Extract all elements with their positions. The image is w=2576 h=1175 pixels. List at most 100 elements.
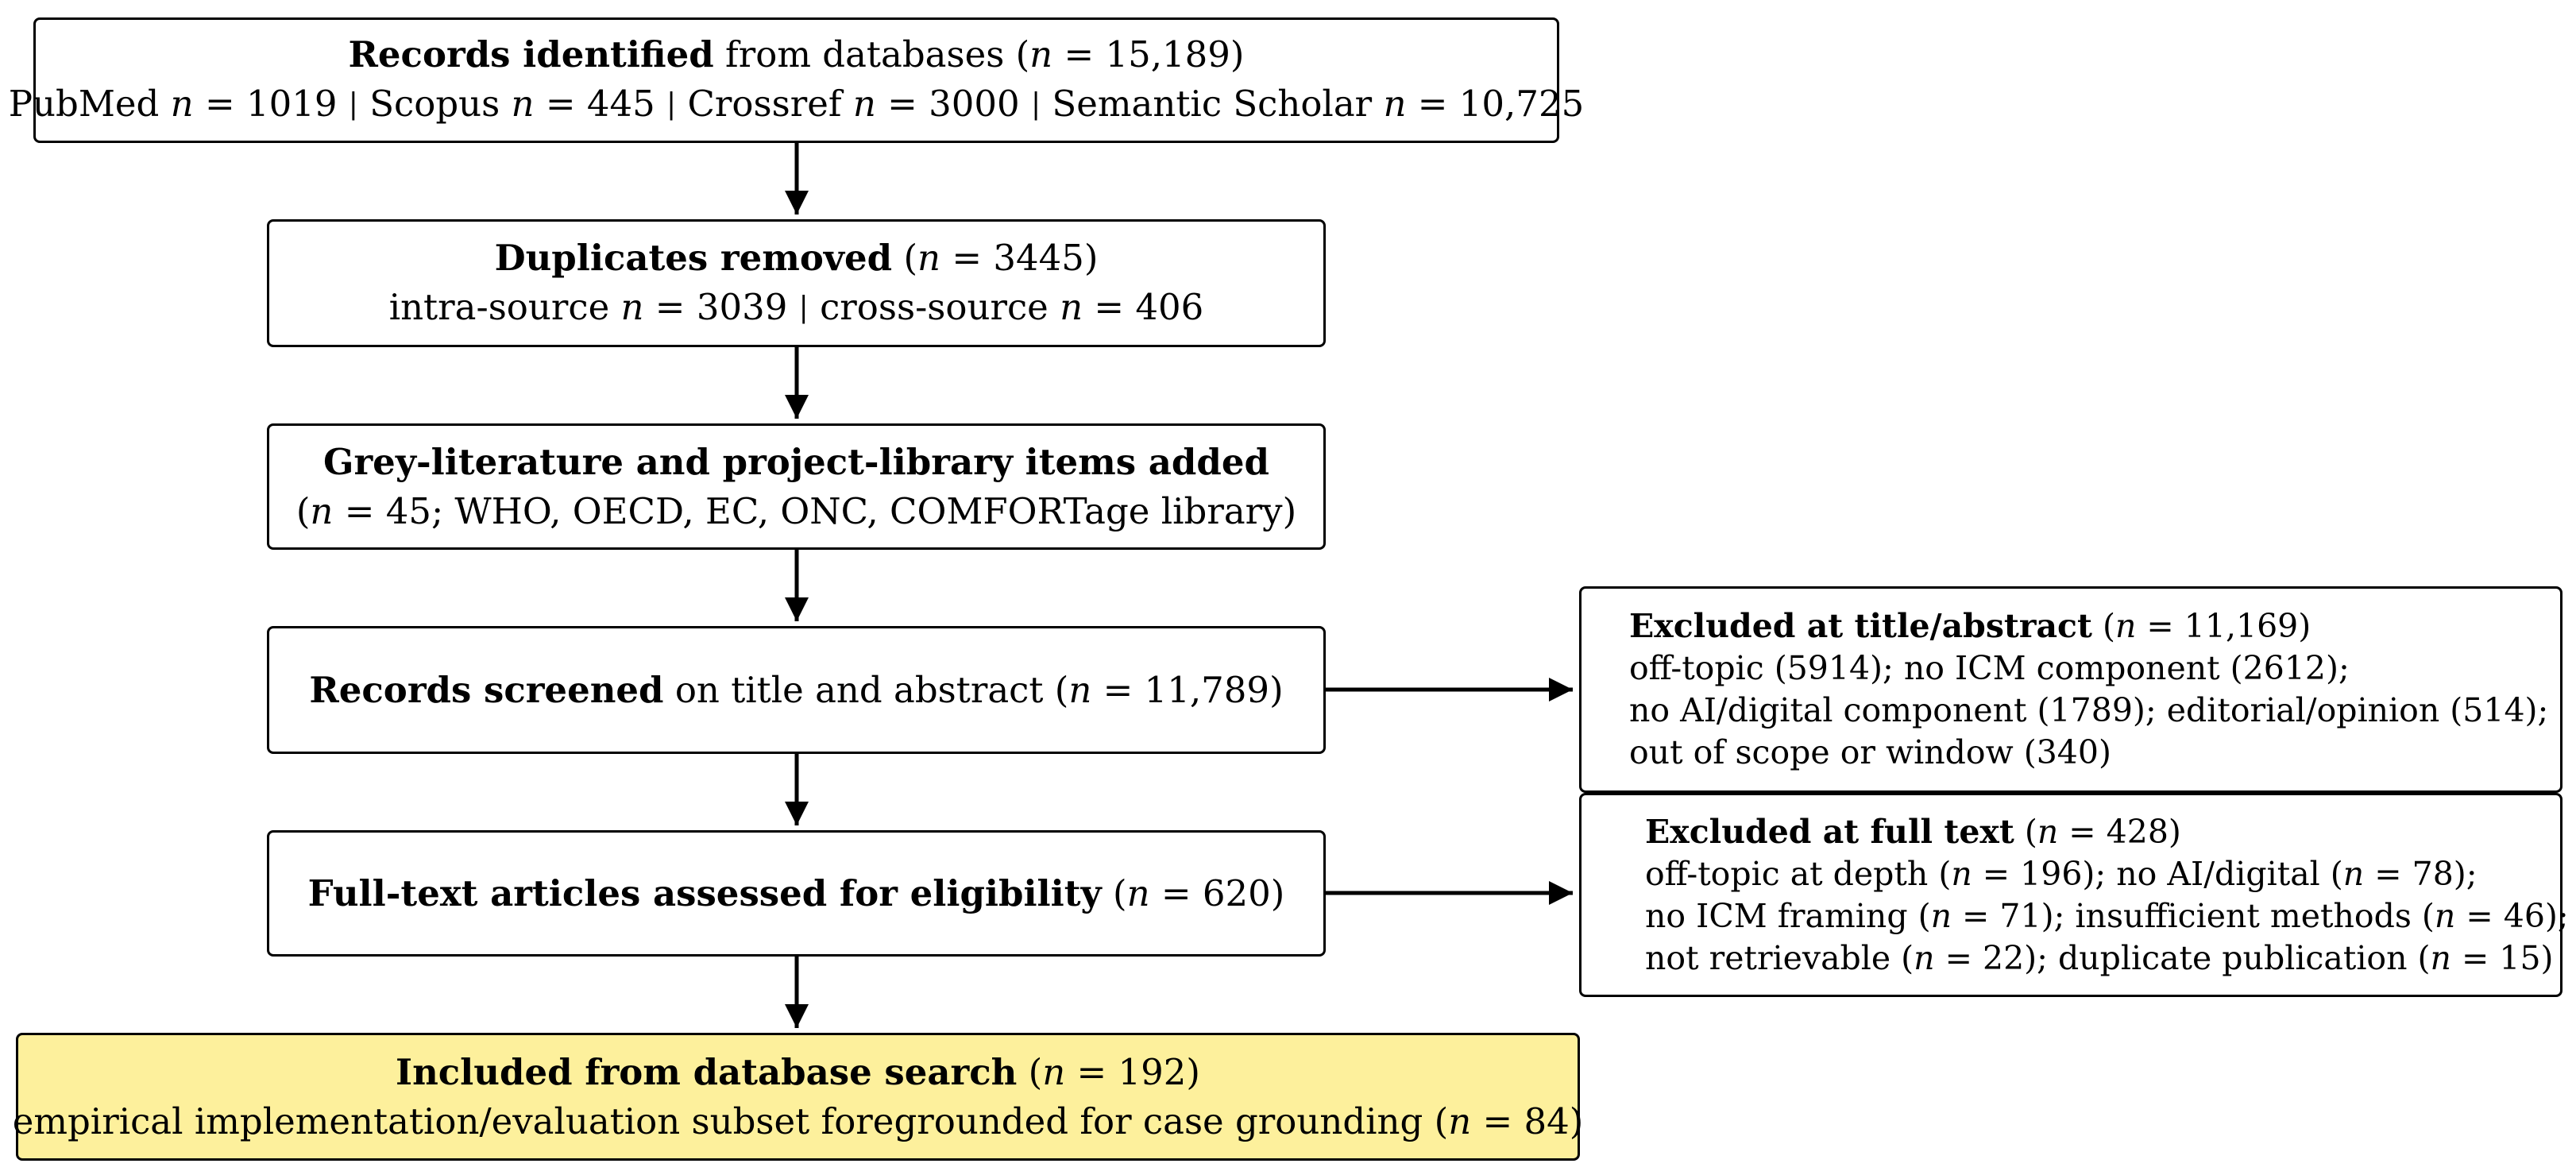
records-identified-title: Records identified from databases (n = 1… xyxy=(349,30,1245,79)
text-run: = 620) xyxy=(1149,872,1285,914)
text-run: = 10,725 xyxy=(1406,83,1585,126)
records-screened-title: Records screened on title and abstract (… xyxy=(309,666,1283,715)
n-symbol: n xyxy=(170,83,194,126)
text-run: out of scope or window (340) xyxy=(1629,733,2111,771)
text-run: on title and abstract ( xyxy=(663,668,1069,711)
separator: | xyxy=(348,88,358,122)
excluded-full-text-reason-1: off-topic at depth (n = 196); no AI/digi… xyxy=(1645,853,2478,895)
text-run: from databases ( xyxy=(713,33,1030,76)
records-identified-box: Records identified from databases (n = 1… xyxy=(9,17,1584,143)
n-symbol: n xyxy=(1930,896,1952,935)
text-run: = 46); xyxy=(2455,896,2569,935)
text-run: no AI/digital component (1789); editoria… xyxy=(1629,691,2549,729)
text-run: = 445 xyxy=(534,83,667,126)
n-symbol: n xyxy=(2342,854,2365,893)
text-run: ( xyxy=(295,489,311,532)
text-run: ( xyxy=(1017,1050,1043,1093)
excluded-title-abstract-box: Excluded at title/abstract (n = 11,169) … xyxy=(1579,586,2562,793)
text-run: ( xyxy=(1101,872,1127,914)
text-run: Records screened xyxy=(309,668,664,711)
excluded-full-text-reason-3: not retrievable (n = 22); duplicate publ… xyxy=(1645,937,2554,980)
grey-literature-box: Grey-literature and project-library item… xyxy=(267,423,1326,550)
n-symbol: n xyxy=(917,236,941,279)
text-run: no ICM framing ( xyxy=(1645,896,1931,935)
n-symbol: n xyxy=(1029,33,1053,76)
duplicates-removed-breakdown: intra-source n = 3039 | cross-source n =… xyxy=(389,283,1204,333)
separator: | xyxy=(666,88,677,122)
text-run: = 1019 xyxy=(193,83,349,126)
text-run: = 406 xyxy=(1083,285,1204,328)
n-symbol: n xyxy=(1068,668,1092,711)
text-run: intra-source xyxy=(388,285,621,328)
text-run: off-topic at depth ( xyxy=(1645,854,1952,893)
text-run: = 78); xyxy=(2364,854,2478,893)
text-run: Included from database search xyxy=(396,1050,1018,1093)
text-run: cross-source xyxy=(808,285,1060,328)
text-run: = 3039 xyxy=(643,285,799,328)
text-run: = 192) xyxy=(1065,1050,1200,1093)
text-run: = 22); duplicate publication ( xyxy=(1934,938,2431,977)
text-run: not retrievable ( xyxy=(1645,938,1914,977)
text-run: Records identified xyxy=(348,33,714,76)
n-symbol: n xyxy=(852,83,876,126)
included-box: Included from database search (n = 192) … xyxy=(13,1033,1583,1161)
n-symbol: n xyxy=(511,83,535,126)
excluded-full-text-reason-2: no ICM framing (n = 71); insufficient me… xyxy=(1645,895,2569,937)
excluded-full-text-title: Excluded at full text (n = 428) xyxy=(1645,811,2181,853)
n-symbol: n xyxy=(1951,854,1972,893)
text-run: Full-text articles assessed for eligibil… xyxy=(307,872,1102,914)
included-title: Included from database search (n = 192) xyxy=(396,1048,1200,1097)
separator: | xyxy=(798,292,809,325)
n-symbol: n xyxy=(1448,1100,1472,1142)
duplicates-removed-box: Duplicates removed (n = 3445) intra-sour… xyxy=(267,219,1326,347)
text-run: = 11,169) xyxy=(2136,607,2311,645)
text-run: PubMed xyxy=(8,83,171,126)
excluded-title-abstract-reason-3: out of scope or window (340) xyxy=(1629,732,2111,774)
text-run: Semantic Scholar xyxy=(1041,83,1384,126)
excluded-title-abstract-reason-1: off-topic (5914); no ICM component (2612… xyxy=(1629,647,2350,690)
n-symbol: n xyxy=(1914,938,1935,977)
full-text-assessed-title: Full-text articles assessed for eligibil… xyxy=(308,869,1285,918)
records-screened-box: Records screened on title and abstract (… xyxy=(267,626,1326,754)
text-run: = 3445) xyxy=(940,236,1099,279)
n-symbol: n xyxy=(2434,896,2456,935)
n-symbol: n xyxy=(1126,872,1150,914)
text-run: ( xyxy=(2014,812,2037,851)
excluded-title-abstract-title: Excluded at title/abstract (n = 11,169) xyxy=(1629,605,2311,647)
text-run: = 84) xyxy=(1471,1100,1584,1142)
text-run: Crossref xyxy=(676,83,853,126)
excluded-title-abstract-reason-2: no AI/digital component (1789); editoria… xyxy=(1629,690,2548,732)
text-run: Scopus xyxy=(357,83,512,126)
text-run: = 71); insufficient methods ( xyxy=(1952,896,2435,935)
text-run: off-topic (5914); no ICM component (2612… xyxy=(1629,649,2350,687)
text-run: = 15) xyxy=(2450,938,2554,977)
n-symbol: n xyxy=(2114,607,2137,645)
duplicates-removed-title: Duplicates removed (n = 3445) xyxy=(495,234,1099,283)
n-symbol: n xyxy=(620,285,644,328)
grey-literature-detail: (n = 45; WHO, OECD, EC, ONC, COMFORTage … xyxy=(296,487,1296,536)
separator: | xyxy=(1030,88,1041,122)
text-run: = 11,789) xyxy=(1091,668,1284,711)
n-symbol: n xyxy=(2037,812,2059,851)
text-run: = 3000 xyxy=(875,83,1031,126)
text-run: Grey-literature and project-library item… xyxy=(323,440,1269,483)
n-symbol: n xyxy=(2430,938,2451,977)
grey-literature-title: Grey-literature and project-library item… xyxy=(323,438,1269,487)
n-symbol: n xyxy=(1042,1050,1066,1093)
excluded-full-text-box: Excluded at full text (n = 428) off-topi… xyxy=(1579,793,2569,997)
text-run: = 196); no AI/digital ( xyxy=(1972,854,2343,893)
included-subset: empirical implementation/evaluation subs… xyxy=(13,1097,1584,1146)
text-run: empirical implementation/evaluation subs… xyxy=(12,1100,1449,1142)
records-identified-sources: PubMed n = 1019 | Scopus n = 445 | Cross… xyxy=(9,79,1584,129)
text-run: = 15,189) xyxy=(1052,33,1245,76)
text-run: = 428) xyxy=(2058,812,2181,851)
text-run: Excluded at title/abstract xyxy=(1629,607,2092,645)
text-run: ( xyxy=(892,236,918,279)
n-symbol: n xyxy=(1060,285,1083,328)
n-symbol: n xyxy=(310,489,334,532)
text-run: = 45; WHO, OECD, EC, ONC, COMFORTage lib… xyxy=(333,489,1297,532)
text-run: Excluded at full text xyxy=(1645,812,2014,851)
full-text-assessed-box: Full-text articles assessed for eligibil… xyxy=(267,830,1326,957)
text-run: Duplicates removed xyxy=(494,236,893,279)
